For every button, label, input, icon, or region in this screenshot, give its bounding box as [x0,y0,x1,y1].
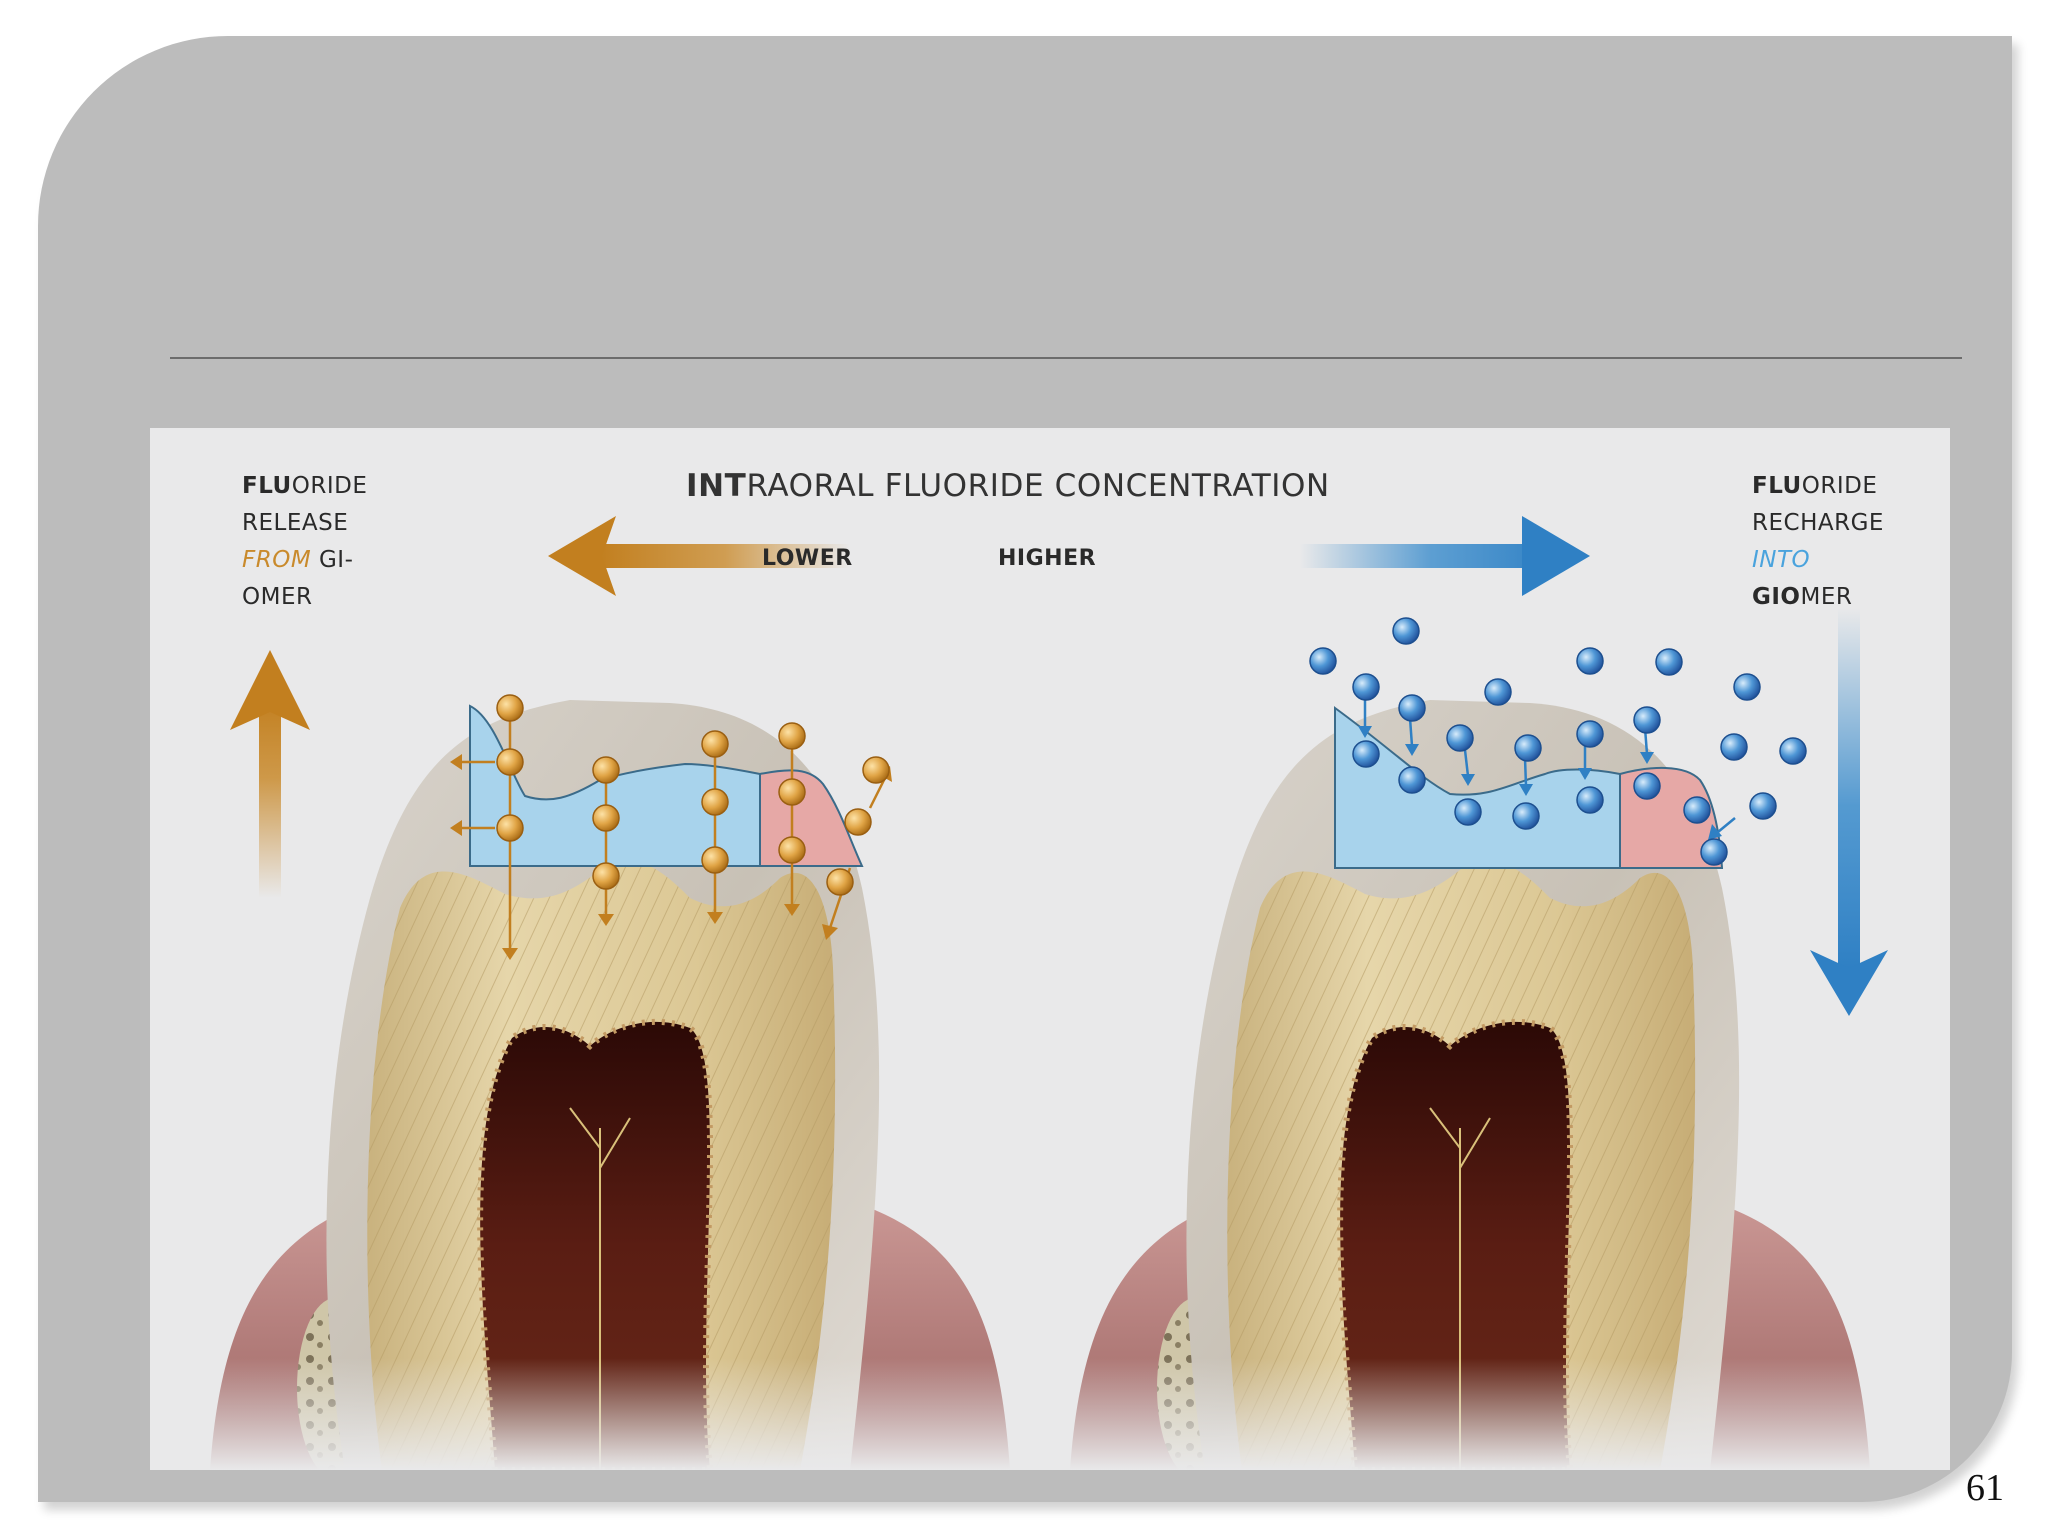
fluoride-ion-icon [496,694,524,722]
title-divider [170,357,1962,359]
diagram-artwork [150,516,1950,1470]
arrow-down-icon [1810,608,1888,1016]
right-tooth-illustration [1030,700,1950,1470]
fluoride-ion-icon [1309,647,1337,675]
arrow-left-icon [548,516,850,596]
fluoride-recharge-ions [1309,617,1807,866]
diagram-heading: INTRAORAL FLUORIDE CONCENTRATION [686,468,1330,504]
arrow-up-icon [230,650,310,898]
slide-frame: INTRAORAL FLUORIDE CONCENTRATION LOWER H… [38,36,2012,1502]
scale-label-lower: LOWER [762,546,853,571]
fluoride-diagram: INTRAORAL FLUORIDE CONCENTRATION LOWER H… [150,428,1950,1470]
fluoride-recharge-label: FLUORIDE RECHARGE INTO GIOMER [1752,473,1884,610]
left-tooth-illustration [150,700,1050,1470]
page-number: 61 [1966,1467,2004,1509]
fluoride-release-label: FLUORIDE RELEASE FROM GI- OMER [242,473,368,610]
scale-label-higher: HIGHER [998,546,1097,571]
fluoride-release-ions [450,694,892,960]
arrow-right-icon [1300,516,1590,596]
